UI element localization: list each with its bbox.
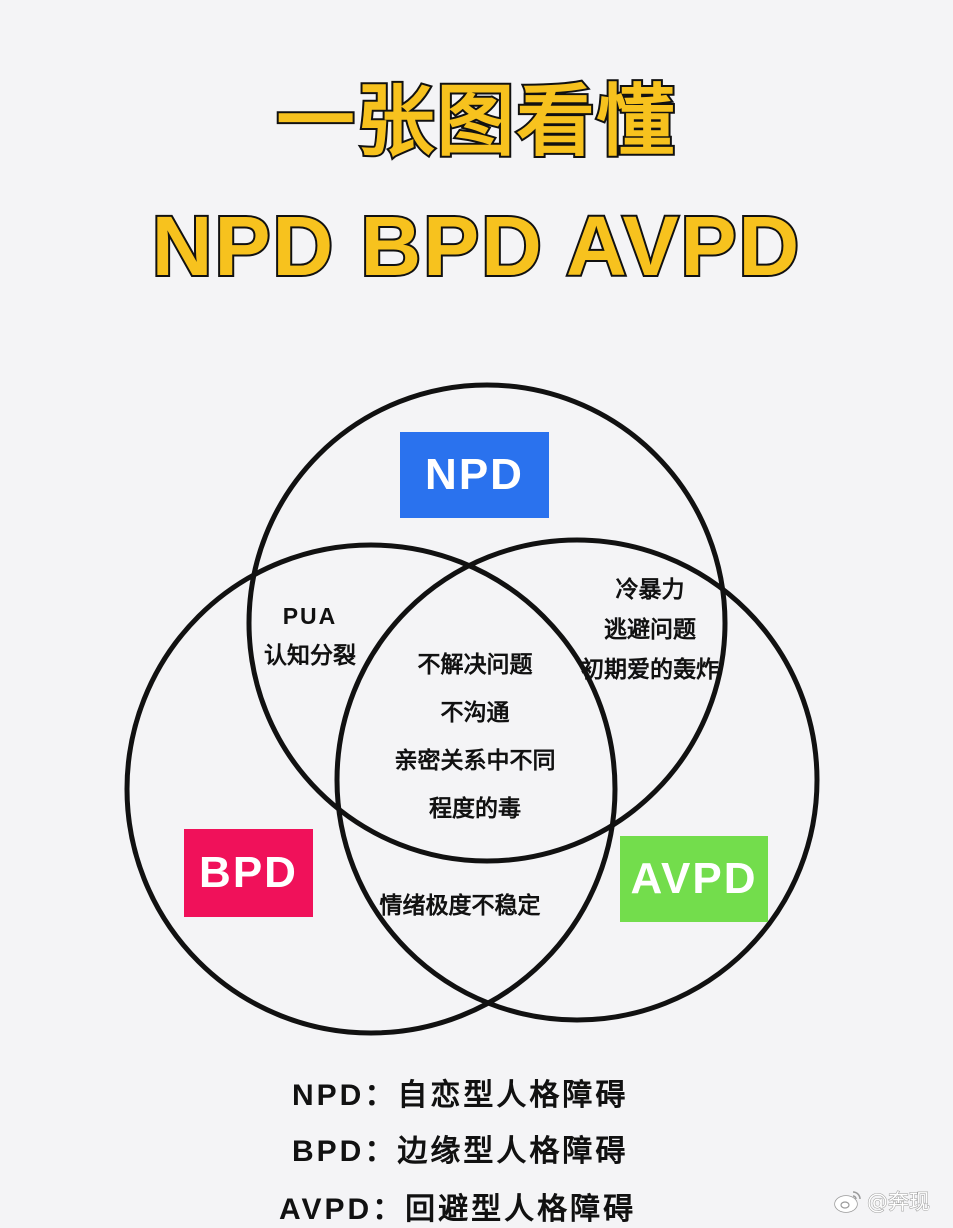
region-bpd-avpd: 情绪极度不稳定 [340, 886, 580, 926]
region-text: 初期爱的轰炸 [581, 657, 719, 683]
region-text: 冷暴力 [615, 577, 685, 603]
npd-badge: NPD [400, 432, 549, 518]
legend-meaning: 边缘型人格障碍 [397, 1134, 629, 1169]
title-line-1: 一张图看懂 [274, 75, 677, 169]
watermark-text: @奔现 [867, 1190, 931, 1215]
legend-avpd: AVPD：回避型人格障碍 [279, 1184, 636, 1228]
region-text: 情绪极度不稳定 [379, 893, 541, 919]
region-text: 程度的毒 [429, 796, 521, 822]
watermark: @奔现 [833, 1186, 931, 1216]
bpd-circle [124, 542, 618, 1036]
legend-meaning: 回避型人格障碍 [405, 1192, 637, 1227]
avpd-circle [334, 537, 820, 1023]
region-text: PUA [282, 603, 338, 629]
region-npd-bpd: PUA 认知分裂 [240, 596, 380, 676]
region-text: 认知分裂 [264, 643, 356, 669]
weibo-icon [834, 1191, 861, 1213]
legend-abbr: BPD： [292, 1135, 398, 1168]
legend-meaning: 自恋型人格障碍 [397, 1078, 629, 1113]
region-npd-avpd: 冷暴力 逃避问题 初期爱的轰炸 [550, 570, 750, 690]
legend-bpd: BPD：边缘型人格障碍 [292, 1126, 628, 1170]
legend-npd: NPD：自恋型人格障碍 [292, 1070, 628, 1114]
region-all-three: 不解决问题 不沟通 亲密关系中不同 程度的毒 [355, 641, 595, 833]
legend-abbr: AVPD： [279, 1193, 406, 1226]
title-line-2: NPD BPD AVPD [150, 197, 802, 295]
region-text: 不沟通 [440, 700, 510, 726]
npd-circle [246, 382, 728, 864]
region-text: 亲密关系中不同 [394, 748, 556, 774]
legend-abbr: NPD： [292, 1079, 398, 1112]
region-text: 逃避问题 [604, 617, 696, 643]
avpd-badge: AVPD [620, 836, 768, 922]
bpd-badge: BPD [184, 829, 313, 917]
region-text: 不解决问题 [417, 652, 533, 678]
